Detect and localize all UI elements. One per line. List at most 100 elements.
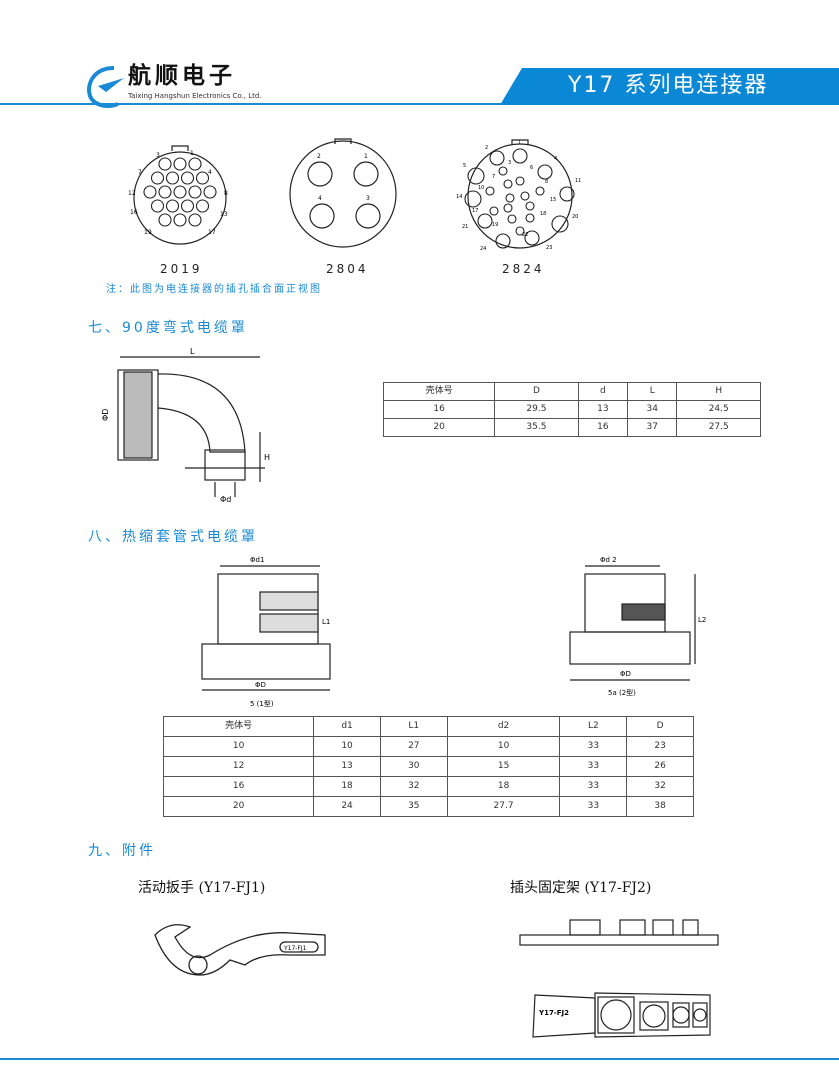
pin-hole [195, 171, 210, 185]
table-cell: 10 [446, 736, 561, 757]
pin-hole [520, 191, 530, 201]
connector-model-2019: 2019 [160, 262, 203, 276]
pin-label: 3 [156, 152, 160, 159]
pin-hole [158, 213, 172, 227]
table-cell: 27.5 [676, 418, 761, 437]
pin-hole [559, 186, 575, 202]
pin-hole [515, 176, 525, 186]
pin-hole [150, 199, 165, 213]
pin-hole [195, 199, 210, 213]
table-cell: 32 [379, 776, 448, 797]
table-cell: D [626, 716, 694, 737]
pin-hole [495, 233, 511, 249]
table-cell: d [577, 382, 629, 401]
pin-hole [467, 167, 485, 185]
table-cell: 16 [162, 776, 315, 797]
table-cell: 10 [313, 736, 381, 757]
pin-label: 2 [317, 153, 321, 160]
pin-label: 1 [364, 153, 368, 160]
company-logo-icon [87, 66, 124, 108]
table-cell: 24.5 [676, 400, 761, 419]
table-cell: D [494, 382, 579, 401]
dim-L2: L2 [698, 616, 706, 624]
pin-label: 7 [138, 169, 142, 176]
table-cell: 16 [577, 418, 629, 437]
table-cell: 18 [446, 776, 561, 797]
face-view-note: 注：此图为电连接器的插孔插合面正视图 [106, 284, 322, 295]
table-cell: 33 [559, 736, 628, 757]
pin-hole [188, 185, 202, 199]
pin-label: 6 [530, 165, 533, 171]
series-banner: Y17 系列电连接器 [500, 68, 839, 105]
pin-label: 4 [318, 195, 322, 202]
pin-hole [188, 213, 202, 227]
pin-hole [512, 148, 528, 164]
table-cell: L [627, 382, 678, 401]
pin-label: 5 [463, 163, 466, 169]
pin-label: 1 [518, 140, 521, 146]
pin-hole [173, 185, 187, 199]
pin-hole [165, 171, 180, 185]
table-cell: 13 [577, 400, 629, 419]
pin-hole [158, 185, 172, 199]
heat-shrink-cover-type2-drawing: Φd 2 L2 ΦD 5a (2型) [569, 556, 706, 697]
table-cell: 38 [626, 796, 694, 817]
pin-hole [489, 206, 499, 216]
table-cell: 27.7 [446, 796, 561, 817]
wrench-drawing: Y17-FJ1 [154, 924, 326, 976]
pin-hole [485, 186, 495, 196]
pin-label: 2 [485, 145, 488, 151]
pin-hole [524, 230, 540, 246]
pin-label: 13 [220, 211, 228, 218]
pin-label: 12 [128, 190, 136, 197]
pin-hole [173, 213, 187, 227]
table-cell: 15 [446, 756, 561, 777]
pin-hole [507, 214, 517, 224]
table-cell: 33 [559, 756, 628, 777]
table-cell: d1 [313, 716, 381, 737]
pin-label: 17 [208, 229, 216, 236]
dim-L1: L1 [322, 618, 330, 626]
section-7-title: 七、90度弯式电缆罩 [88, 320, 248, 336]
pin-hole [464, 190, 482, 208]
pin-hole [551, 215, 569, 233]
pin-label: 24 [480, 246, 486, 252]
table-cell: L2 [559, 716, 628, 737]
pin-label: 18 [540, 211, 546, 217]
connector-2824 [467, 139, 573, 249]
table-cell: 壳体号 [162, 716, 315, 737]
pin-hole [203, 185, 217, 199]
pin-hole [180, 171, 195, 185]
table-cell: d2 [446, 716, 561, 737]
table-cell: 37 [627, 418, 678, 437]
wrench-caption: 活动扳手 (Y17-FJ1) [138, 880, 266, 896]
table-cell: 壳体号 [382, 382, 496, 401]
pin-hole [143, 185, 157, 199]
table-cell: 32 [626, 776, 694, 797]
pin-label: 1 [190, 150, 194, 157]
connector-2019 [133, 145, 227, 245]
section-8-title: 八、热缩套管式电缆罩 [88, 529, 258, 545]
table-cell: 23 [626, 736, 694, 757]
connector-model-2824: 2824 [502, 262, 545, 276]
pin-label: 4 [208, 169, 212, 176]
drawing-caption: 5a (2型) [608, 688, 636, 697]
table-cell: 12 [162, 756, 315, 777]
pin-label: 19 [144, 229, 152, 236]
pin-hole [525, 213, 535, 223]
pin-hole [537, 164, 553, 180]
pin-label: 3 [508, 160, 511, 166]
pin-hole [535, 186, 545, 196]
pin-label: 3 [366, 195, 370, 202]
plug-holder-drawing: Y17-FJ2 [519, 919, 719, 1038]
dim-L: L [190, 347, 195, 356]
